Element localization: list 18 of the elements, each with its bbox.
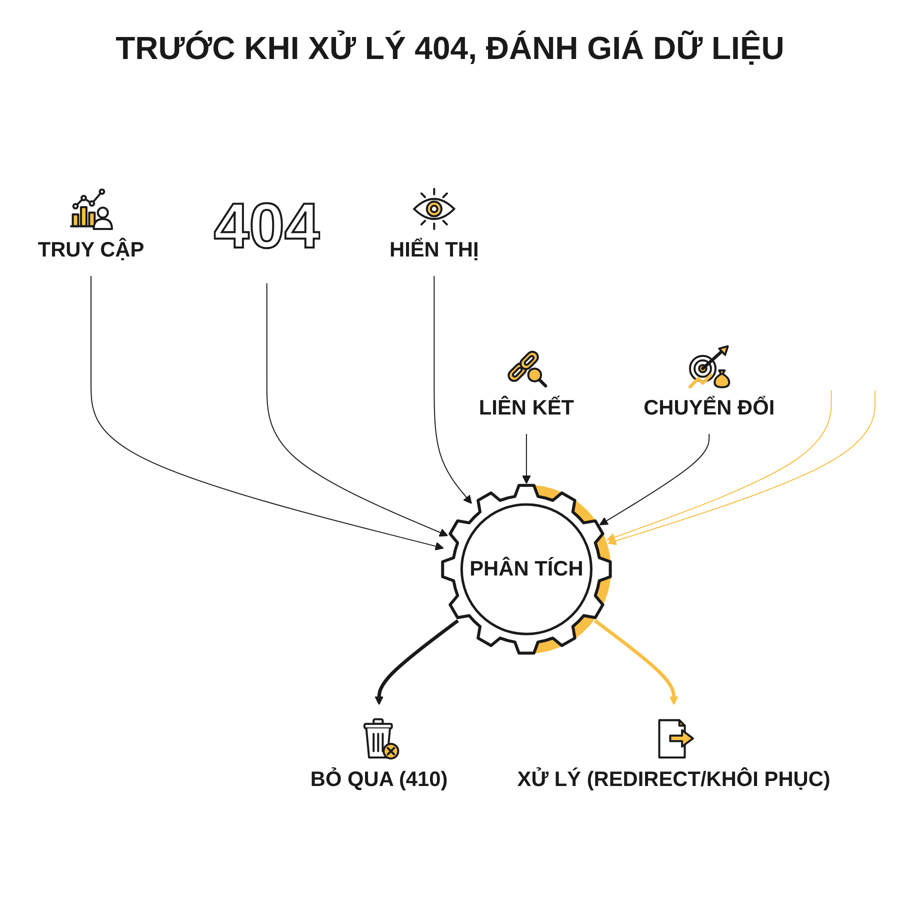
arrow [266, 282, 448, 536]
node-label: LIÊN KẾT [478, 394, 574, 422]
arrow [374, 619, 459, 705]
arrow [90, 275, 444, 550]
title: TRƯỚC KHI XỬ LÝ 404, ĐÁNH GIÁ DỮ LIỆU [116, 30, 784, 67]
arrow [434, 275, 472, 504]
node-label: HIỂN THỊ [390, 236, 479, 264]
arrow [599, 433, 710, 526]
arrow [608, 390, 876, 545]
node-label: CHUYỂN ĐỔI [644, 394, 775, 422]
node-label: PHÂN TÍCH [470, 556, 584, 582]
arrow [522, 433, 531, 484]
large-code-text: 404 [214, 188, 320, 264]
arrow [594, 619, 678, 705]
node-label: TRUY CẬP [38, 236, 144, 264]
node-label: XỬ LÝ (REDIRECT/KHÔI PHỤC) [517, 766, 830, 793]
arrow [606, 390, 832, 542]
node-label: BỎ QUA (410) [310, 766, 448, 793]
